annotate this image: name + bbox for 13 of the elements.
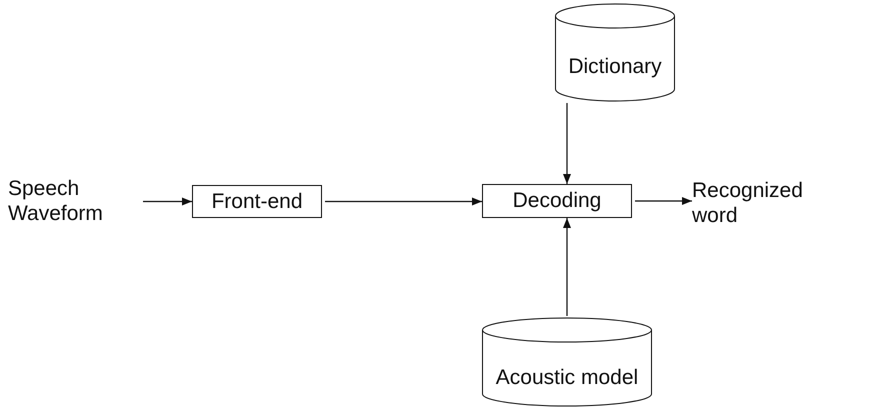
- node-label: Acoustic model: [496, 366, 638, 390]
- arrow: [635, 197, 692, 205]
- arrow: [563, 218, 571, 316]
- node-label: Decoding: [512, 189, 602, 213]
- text-label: Speech Waveform: [8, 176, 104, 226]
- node-label: Front-end: [211, 190, 303, 214]
- arrow: [563, 103, 571, 184]
- process-box: [192, 185, 322, 218]
- text-label: Recognized word: [692, 178, 804, 228]
- process-box: [482, 184, 632, 218]
- node-label: Dictionary: [568, 55, 662, 79]
- arrow: [325, 198, 482, 206]
- arrow: [143, 198, 192, 206]
